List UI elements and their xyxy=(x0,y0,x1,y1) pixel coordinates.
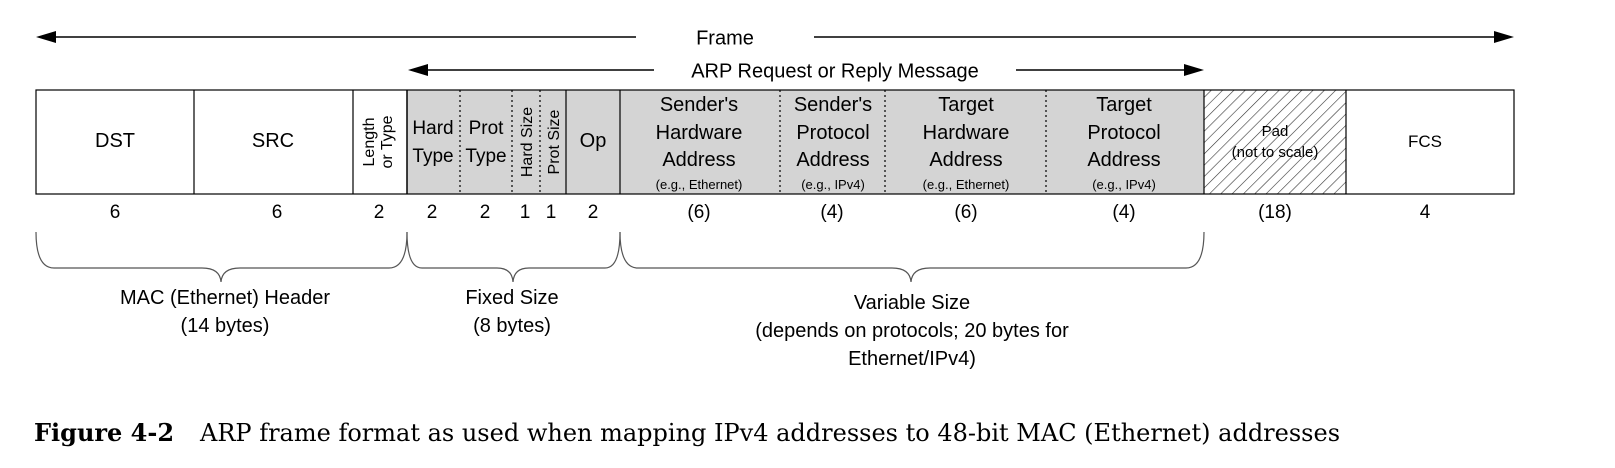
svg-text:Address: Address xyxy=(929,149,1002,171)
svg-text:(8 bytes): (8 bytes) xyxy=(473,315,551,337)
size-tha: (6) xyxy=(954,202,977,223)
size-row: 6 6 2 2 2 1 1 2 (6) (4) (6) (4) (18) 4 xyxy=(110,202,1431,223)
figure-caption: Figure 4-2 ARP frame format as used when … xyxy=(34,418,1340,447)
svg-text:(e.g., Ethernet): (e.g., Ethernet) xyxy=(923,177,1010,192)
field-target-protocol-address: Target Protocol Address (e.g., IPv4) xyxy=(1087,94,1160,192)
svg-text:(e.g., IPv4): (e.g., IPv4) xyxy=(1092,177,1156,192)
svg-text:Sender's: Sender's xyxy=(660,94,738,116)
size-pad: (18) xyxy=(1258,202,1292,223)
svg-text:Type: Type xyxy=(465,146,506,167)
svg-text:Target: Target xyxy=(1096,94,1152,116)
svg-text:Hard: Hard xyxy=(412,118,453,139)
size-prot-type: 2 xyxy=(480,202,491,223)
svg-text:Prot: Prot xyxy=(469,118,505,139)
size-sha: (6) xyxy=(687,202,710,223)
svg-text:Address: Address xyxy=(1087,149,1160,171)
field-prot-type: Prot Type xyxy=(465,118,506,167)
size-prot-size: 1 xyxy=(546,202,557,223)
size-spa: (4) xyxy=(820,202,843,223)
svg-text:Pad: Pad xyxy=(1262,123,1289,140)
size-dst: 6 xyxy=(110,202,121,223)
size-src: 6 xyxy=(272,202,283,223)
size-fcs: 4 xyxy=(1420,202,1431,223)
field-sender-protocol-address: Sender's Protocol Address (e.g., IPv4) xyxy=(794,94,872,192)
frame-box xyxy=(35,89,1515,195)
field-pad: Pad (not to scale) xyxy=(1232,123,1319,161)
field-sender-hardware-address: Sender's Hardware Address (e.g., Etherne… xyxy=(656,94,743,192)
svg-text:(e.g., IPv4): (e.g., IPv4) xyxy=(801,177,865,192)
size-tpa: (4) xyxy=(1112,202,1135,223)
size-hard-size: 1 xyxy=(520,202,531,223)
field-hard-size: Hard Size xyxy=(519,107,536,177)
brace-fixed-size xyxy=(406,231,621,283)
svg-text:(e.g., Ethernet): (e.g., Ethernet) xyxy=(656,177,743,192)
figure-caption-text: ARP frame format as used when mapping IP… xyxy=(200,419,1341,447)
size-hard-type: 2 xyxy=(427,202,438,223)
field-length-or-type: Length or Type xyxy=(361,115,396,168)
svg-text:or Type: or Type xyxy=(379,115,396,168)
brace-mac-header xyxy=(35,231,408,283)
arp-message-arrow: ARP Request or Reply Message xyxy=(408,60,1204,82)
brace-variable-size xyxy=(619,231,1205,283)
group-mac-header: MAC (Ethernet) Header (14 bytes) xyxy=(120,287,330,337)
svg-text:Hardware: Hardware xyxy=(656,122,743,144)
group-braces xyxy=(35,231,1205,283)
svg-text:Address: Address xyxy=(662,149,735,171)
field-fcs: FCS xyxy=(1408,132,1442,151)
frame-arrow: Frame xyxy=(36,27,1514,49)
svg-text:Fixed Size: Fixed Size xyxy=(465,287,558,309)
field-op: Op xyxy=(580,130,607,152)
group-variable-size: Variable Size (depends on protocols; 20 … xyxy=(755,292,1069,370)
field-target-hardware-address: Target Hardware Address (e.g., Ethernet) xyxy=(923,94,1010,192)
svg-text:(depends on protocols; 20 byte: (depends on protocols; 20 bytes for xyxy=(755,320,1069,342)
svg-text:(14 bytes): (14 bytes) xyxy=(181,315,270,337)
size-op: 2 xyxy=(588,202,599,223)
svg-text:Address: Address xyxy=(796,149,869,171)
frame-label: Frame xyxy=(696,27,754,49)
field-dividers xyxy=(193,90,1347,194)
field-hard-type: Hard Type xyxy=(412,118,453,167)
svg-text:Hardware: Hardware xyxy=(923,122,1010,144)
svg-text:Variable Size: Variable Size xyxy=(854,292,970,314)
size-len-type: 2 xyxy=(374,202,385,223)
svg-text:Type: Type xyxy=(412,146,453,167)
field-dividers-dotted xyxy=(459,90,1047,194)
svg-text:Protocol: Protocol xyxy=(1087,122,1160,144)
svg-text:(not to scale): (not to scale) xyxy=(1232,144,1319,161)
svg-text:Length: Length xyxy=(361,118,378,167)
arp-message-label: ARP Request or Reply Message xyxy=(691,60,979,82)
svg-text:Target: Target xyxy=(938,94,994,116)
field-src: SRC xyxy=(252,130,294,152)
field-prot-size: Prot Size xyxy=(546,109,563,174)
group-fixed-size: Fixed Size (8 bytes) xyxy=(465,287,558,337)
svg-text:Ethernet/IPv4): Ethernet/IPv4) xyxy=(848,348,976,370)
svg-text:MAC (Ethernet) Header: MAC (Ethernet) Header xyxy=(120,287,330,309)
svg-text:Protocol: Protocol xyxy=(796,122,869,144)
field-dst: DST xyxy=(95,130,135,152)
pad-hatch xyxy=(1204,90,1346,194)
svg-text:Sender's: Sender's xyxy=(794,94,872,116)
figure-label: Figure 4-2 xyxy=(34,418,175,447)
